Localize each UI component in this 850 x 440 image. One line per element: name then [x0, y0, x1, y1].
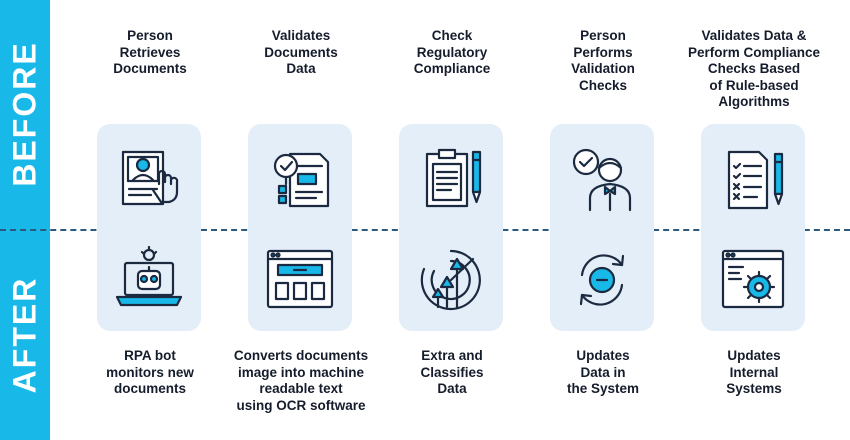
window-gear-icon	[721, 249, 785, 309]
side-bar: BEFORE AFTER	[0, 0, 50, 440]
step-column-1: Person Retrieves Documents RPA bot monit…	[75, 0, 225, 440]
after-step-text: Converts documents image into machine re…	[233, 348, 369, 413]
before-label: BEFORE	[6, 41, 43, 187]
step-column-4: Person Performs Validation Checks Update…	[528, 0, 678, 440]
after-step-text: Updates Data in the System	[566, 348, 640, 396]
before-step-title: Person Retrieves Documents	[113, 28, 187, 76]
before-step-title: Person Performs Validation Checks	[571, 28, 635, 93]
before-step-title: Validates Data & Perform Compliance Chec…	[687, 28, 821, 109]
step-column-2: Validates Documents Data Converts docume…	[226, 0, 376, 440]
checklist-pen-icon	[727, 150, 784, 210]
radar-arrows-icon	[420, 249, 481, 311]
step-column-3: Check Regulatory Compliance Extra and Cl…	[377, 0, 527, 440]
after-step-text: Extra and Classifies Data	[420, 348, 484, 396]
after-step-text: Updates Internal Systems	[726, 348, 782, 396]
before-step-title: Check Regulatory Compliance	[413, 28, 491, 76]
robot-laptop-icon	[115, 245, 183, 307]
browser-window-icon	[266, 249, 334, 309]
person-document-icon	[121, 150, 179, 206]
clipboard-pen-icon	[425, 148, 482, 208]
step-column-5: Validates Data & Perform Compliance Chec…	[679, 0, 829, 440]
icon-card	[550, 124, 654, 331]
before-step-title: Validates Documents Data	[264, 28, 338, 76]
after-label: AFTER	[6, 276, 43, 394]
document-magnifier-icon	[273, 152, 330, 208]
person-checkmark-icon	[572, 148, 632, 212]
sync-cycle-icon	[579, 254, 625, 306]
after-step-text: RPA bot monitors new documents	[106, 348, 194, 396]
